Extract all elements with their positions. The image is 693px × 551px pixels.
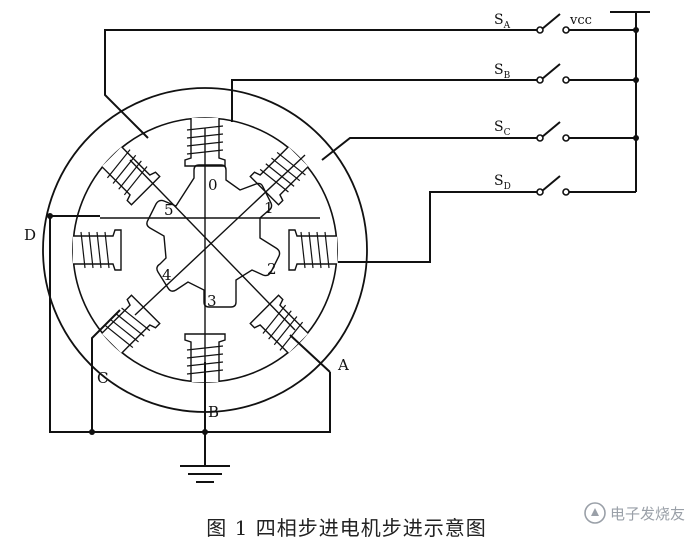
label-vcc: vcc <box>569 13 592 28</box>
rotor-tooth-5: 5 <box>164 201 174 219</box>
watermark-logo-icon <box>584 502 606 524</box>
label-phase-b: B <box>208 403 219 421</box>
stator-pole <box>249 146 309 206</box>
rotor-tooth-3: 3 <box>207 292 217 310</box>
switch-sb <box>536 63 570 84</box>
label-phase-c: C <box>97 369 108 387</box>
watermark-text: 电子发烧友 <box>609 504 685 523</box>
label-sc: SC <box>494 119 511 138</box>
rotor-tooth-2: 2 <box>267 260 277 278</box>
stator-pole <box>101 294 161 354</box>
rotor-tooth-1: 1 <box>264 199 274 217</box>
label-sa: SA <box>494 12 511 31</box>
switch-sd <box>536 175 570 196</box>
rotor-tooth-4: 4 <box>162 266 172 284</box>
figure-caption: 图 1 四相步进电机步进示意图 <box>206 516 487 540</box>
rotor <box>146 164 281 308</box>
axis-diagonal-a <box>129 159 296 331</box>
stator-pole <box>73 229 122 271</box>
stator-pole <box>101 146 161 206</box>
watermark: 电子发烧友 <box>584 502 685 524</box>
axis-diagonal-b <box>134 154 306 316</box>
label-sd: SD <box>494 173 511 192</box>
rotor-tooth-0: 0 <box>208 176 218 194</box>
wiring <box>49 11 650 483</box>
label-phase-a: A <box>337 356 349 374</box>
label-sb: SB <box>494 62 511 81</box>
label-phase-d: D <box>24 226 36 244</box>
junction-dots <box>47 27 639 435</box>
switch-sc <box>536 121 570 142</box>
stator-pole <box>288 229 337 271</box>
switch-sa <box>536 13 570 34</box>
